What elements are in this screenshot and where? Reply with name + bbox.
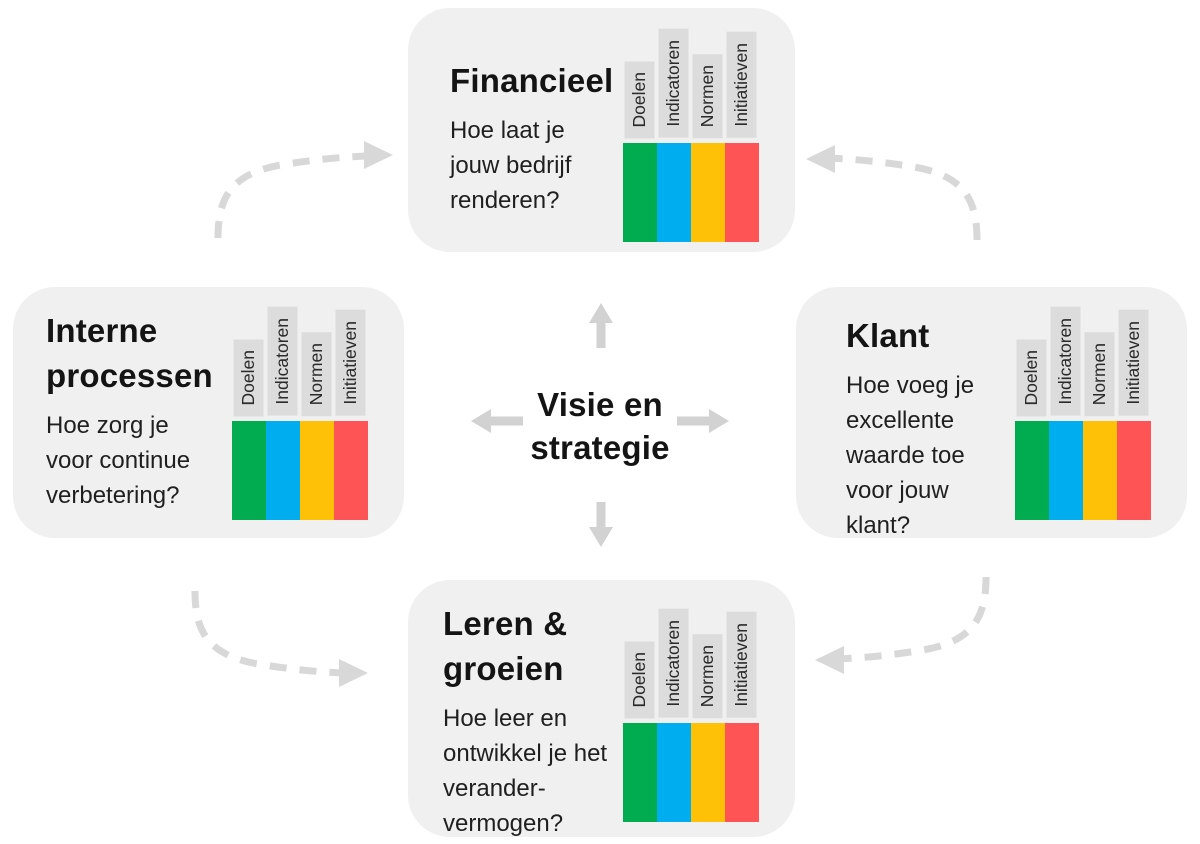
card-title-financieel: Financieel xyxy=(450,62,614,99)
scorecard-label-cell: Doelen xyxy=(232,338,266,416)
scorecard-column-bar-normen xyxy=(691,723,725,822)
card-title-klant: Klant xyxy=(846,317,930,354)
scorecard-label-cell: Doelen xyxy=(623,60,657,138)
scorecard-label-cell: Initiatieven xyxy=(725,612,759,718)
scorecard-column-label-normen: Normen xyxy=(1085,331,1115,416)
card-klant: Klant Hoe voeg je excellente waarde toe … xyxy=(796,287,1187,539)
scorecard-column-label-doelen: Doelen xyxy=(1017,338,1047,416)
scorecard-column-label-doelen: Doelen xyxy=(625,60,655,138)
scorecard-column-bar-normen xyxy=(1083,421,1117,520)
center-vision-strategy-label: Visie en strategie xyxy=(530,386,670,466)
scorecard-label-cell: Normen xyxy=(1083,331,1117,416)
scorecard-column-label-doelen: Doelen xyxy=(625,640,655,718)
scorecard-label-cell: Initiatieven xyxy=(334,310,368,416)
scorecard-column-bar-indicatoren xyxy=(657,143,691,242)
scorecard-column-label-normen: Normen xyxy=(302,331,332,416)
flow-arrowhead-icon xyxy=(339,659,368,687)
flow-arrow-right-to-bottom xyxy=(815,576,990,674)
card-financieel-text: Financieel Hoe laat je jouw bedrijf rend… xyxy=(408,8,620,252)
scorecard-column-label-initiatieven: Initiatieven xyxy=(336,310,366,416)
scorecard-column-label-indicatoren: Indicatoren xyxy=(659,609,689,718)
card-leren-groeien: Leren & groeien Hoe leer en ontwikkel je… xyxy=(408,580,795,837)
scorecard-column-bar-normen xyxy=(691,143,725,242)
scorecard-label-cell: Indicatoren xyxy=(266,307,300,416)
scorecard-column-bar-initiatieven xyxy=(334,421,368,520)
scorecard-label-cell: Indicatoren xyxy=(657,609,691,718)
scorecard-bars xyxy=(232,421,368,520)
scorecard-column-label-indicatoren: Indicatoren xyxy=(659,29,689,138)
card-klant-text: Klant Hoe voeg je excellente waarde toe … xyxy=(796,287,1008,539)
flow-arrow-left-to-top xyxy=(214,141,393,239)
card-question-leren-groeien: Hoe leer en ontwikkel je het verander- v… xyxy=(443,705,608,837)
flow-arrow-left-to-bottom xyxy=(191,590,368,687)
scorecard-column-label-initiatieven: Initiatieven xyxy=(727,612,757,718)
scorecard-column-bar-doelen xyxy=(232,421,266,520)
scorecard-column-bar-indicatoren xyxy=(1049,421,1083,520)
scorecard-label-cell: Doelen xyxy=(623,640,657,718)
card-interne-processen: Interne processen Hoe zorg je voor conti… xyxy=(13,287,404,538)
scorecard-column-bar-initiatieven xyxy=(725,143,759,242)
card-title-interne-processen: Interne processen xyxy=(46,312,213,394)
scorecard-column-bar-indicatoren xyxy=(657,723,691,822)
scorecard-column-bar-initiatieven xyxy=(725,723,759,822)
flow-arrow-right-to-top xyxy=(806,145,981,241)
scorecard-column-label-initiatieven: Initiatieven xyxy=(727,32,757,138)
card-leren-groeien-text: Leren & groeien Hoe leer en ontwikkel je… xyxy=(408,580,620,837)
scorecard-column-bar-doelen xyxy=(623,723,657,822)
scorecard-column-bar-initiatieven xyxy=(1117,421,1151,520)
scorecard-bars xyxy=(623,143,759,242)
card-financieel: Financieel Hoe laat je jouw bedrijf rend… xyxy=(408,8,795,252)
scorecard-column-bar-indicatoren xyxy=(266,421,300,520)
flow-arrowhead-icon xyxy=(806,145,835,173)
scorecard-column-label-doelen: Doelen xyxy=(234,338,264,416)
scorecard-column-bar-normen xyxy=(300,421,334,520)
scorecard-label-cell: Doelen xyxy=(1015,338,1049,416)
scorecard-label-cell: Indicatoren xyxy=(1049,307,1083,416)
scorecard-column-label-initiatieven: Initiatieven xyxy=(1119,310,1149,416)
center-arrow-up-icon xyxy=(589,303,613,348)
scorecard-label-cell: Normen xyxy=(300,331,334,416)
card-question-interne-processen: Hoe zorg je voor continue verbetering? xyxy=(46,412,191,509)
scorecard-column-label-indicatoren: Indicatoren xyxy=(1051,307,1081,416)
scorecard-label-cell: Normen xyxy=(691,53,725,138)
scorecard-bars xyxy=(1015,421,1151,520)
scorecard-column-label-normen: Normen xyxy=(693,633,723,718)
card-question-klant: Hoe voeg je excellente waarde toe voor j… xyxy=(846,372,975,539)
scorecard-column-label-normen: Normen xyxy=(693,53,723,138)
scorecard-label-cell: Initiatieven xyxy=(1117,310,1151,416)
flow-arrowhead-icon xyxy=(364,141,393,169)
scorecard-label-cell: Indicatoren xyxy=(657,29,691,138)
scorecard-label-cell: Normen xyxy=(691,633,725,718)
card-title-leren-groeien: Leren & groeien xyxy=(443,605,568,687)
card-interne-processen-text: Interne processen Hoe zorg je voor conti… xyxy=(13,287,225,538)
flow-arrowhead-icon xyxy=(815,646,844,674)
scorecard-column-bar-doelen xyxy=(1015,421,1049,520)
scorecard-column-bar-doelen xyxy=(623,143,657,242)
center-arrow-down-icon xyxy=(589,502,613,547)
scorecard-column-label-indicatoren: Indicatoren xyxy=(268,307,298,416)
scorecard-bars xyxy=(623,723,759,822)
scorecard-label-cell: Initiatieven xyxy=(725,32,759,138)
card-question-financieel: Hoe laat je jouw bedrijf renderen? xyxy=(450,117,572,214)
